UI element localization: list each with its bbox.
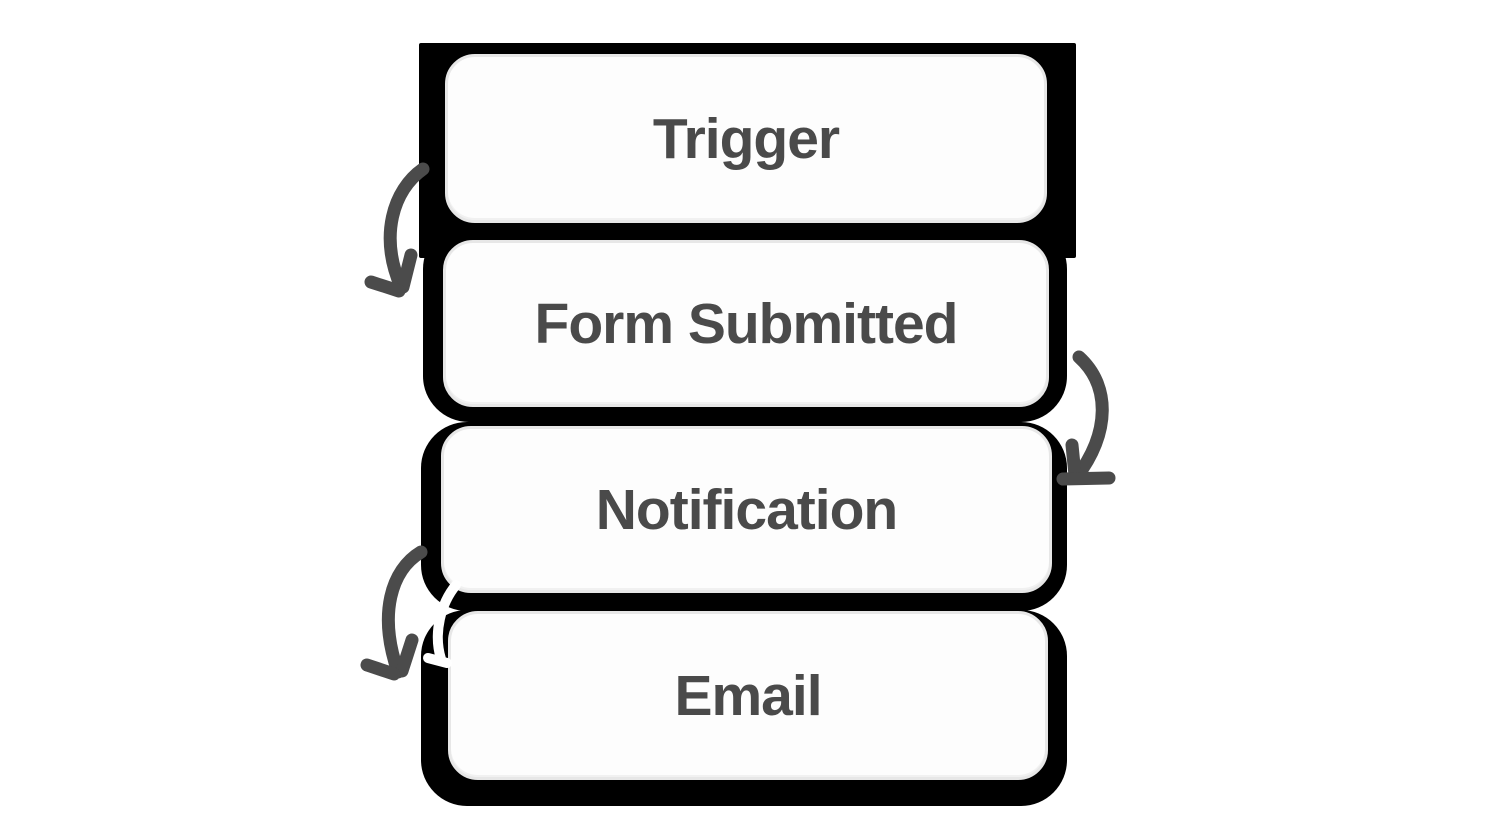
node-email-label: Email — [674, 663, 822, 728]
node-email[interactable]: Email — [448, 611, 1048, 780]
node-form-submitted-label: Form Submitted — [534, 291, 959, 356]
node-form-submitted[interactable]: Form Submitted — [443, 240, 1049, 407]
node-trigger[interactable]: Trigger — [445, 54, 1047, 223]
node-notification[interactable]: Notification — [441, 426, 1052, 593]
node-notification-label: Notification — [595, 477, 898, 542]
node-trigger-label: Trigger — [652, 106, 840, 171]
